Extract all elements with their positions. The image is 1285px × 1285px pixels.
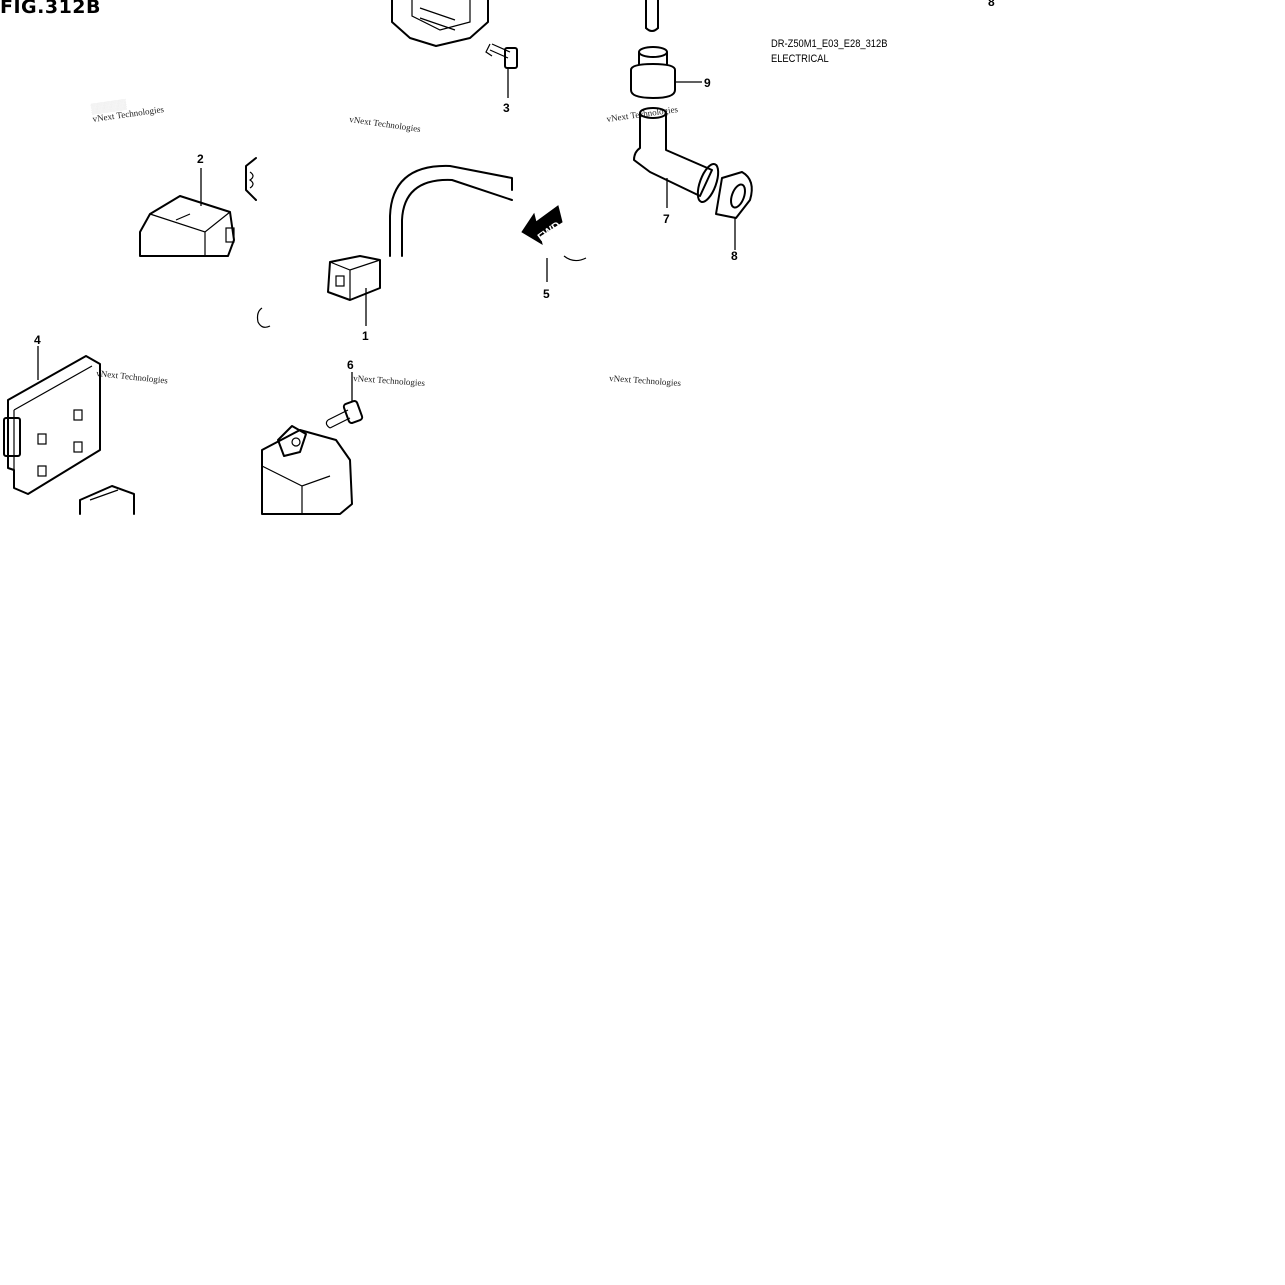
watermark-3: vNext Technologies xyxy=(606,104,679,124)
harness-1: 1 xyxy=(327,164,513,343)
watermark-5: vNext Technologies xyxy=(353,373,426,388)
callout-9: 9 xyxy=(704,76,711,90)
module-4: 4 xyxy=(3,333,135,515)
callout-4: 4 xyxy=(34,333,41,347)
callout-2: 2 xyxy=(197,152,204,166)
diagram-category: ELECTRICAL xyxy=(771,53,829,65)
watermark-text: vNext Technologies xyxy=(353,373,426,388)
ignition-coil xyxy=(261,425,353,515)
figure-title: FIG.312B xyxy=(0,0,102,18)
watermark-text: vNext Technologies xyxy=(606,104,679,124)
watermark-2: vNext Technologies xyxy=(349,114,422,134)
connector-partial xyxy=(245,157,271,328)
callout-3: 3 xyxy=(503,101,510,115)
watermarks: ▒▒▒▒▒ vNext Technologies vNext Technolog… xyxy=(90,98,682,388)
callout-6: 6 xyxy=(347,358,354,372)
callout-7: 7 xyxy=(663,212,670,226)
watermark-1: ▒▒▒▒▒ vNext Technologies xyxy=(90,98,165,124)
watermark-text: vNext Technologies xyxy=(96,368,169,386)
fwd-arrow-icon: FWD xyxy=(521,205,563,246)
callout-8: 8 xyxy=(731,249,738,263)
bolt-6: 6 xyxy=(325,358,364,429)
grommet-9: 9 xyxy=(630,46,711,99)
cap-7: 7 xyxy=(633,107,720,226)
callout-8-top: 8 xyxy=(988,0,995,9)
relay-2: 2 xyxy=(139,152,235,257)
callout-1: 1 xyxy=(362,329,369,343)
watermark-text: vNext Technologies xyxy=(609,373,682,388)
watermark-4: vNext Technologies xyxy=(96,368,169,386)
callout-5: 5 xyxy=(543,287,550,301)
watermark-6: vNext Technologies xyxy=(609,373,682,388)
watermark-ghost: ▒▒▒▒▒ xyxy=(90,98,128,115)
part-5: 5 xyxy=(543,255,587,301)
bolt-3: 3 xyxy=(485,43,518,115)
tube-top xyxy=(645,0,659,32)
watermark-text: vNext Technologies xyxy=(349,114,422,134)
diagram-code-block: DR-Z50M1_E03_E28_312B ELECTRICAL xyxy=(771,37,908,67)
cap-8: 8 xyxy=(715,171,753,263)
diagram-code: DR-Z50M1_E03_E28_312B xyxy=(771,38,888,50)
top-regulator xyxy=(391,0,489,47)
